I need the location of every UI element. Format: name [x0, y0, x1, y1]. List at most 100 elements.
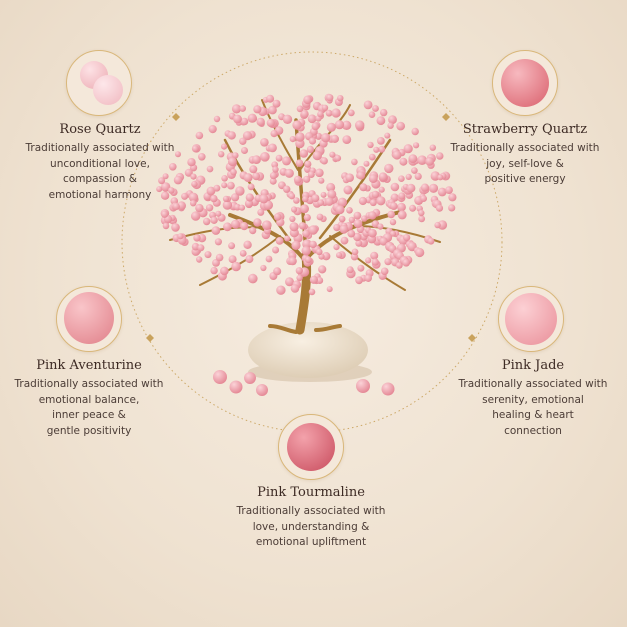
blossom-bead	[448, 193, 457, 202]
blossom-bead	[235, 186, 245, 196]
blossom-bead	[411, 167, 418, 174]
blossom-bead	[173, 175, 183, 185]
blossom-bead	[347, 109, 355, 117]
pink-tourmaline-title: Pink Tourmaline	[257, 485, 365, 500]
blossom-bead	[175, 151, 181, 158]
rose-quartz-description: Traditionally associated with unconditio…	[25, 142, 175, 201]
blossom-bead	[221, 182, 228, 189]
blossom-bead	[171, 223, 180, 232]
blossom-bead	[259, 194, 269, 204]
blossom-bead	[172, 202, 180, 211]
blossom-bead	[365, 257, 372, 264]
blossom-bead	[380, 267, 389, 276]
blossom-bead	[397, 210, 407, 220]
blossom-bead	[405, 173, 412, 180]
blossom-bead	[161, 210, 169, 218]
blossom-bead	[392, 150, 402, 160]
blossom-bead	[417, 155, 427, 165]
pink-aventurine-image	[56, 286, 122, 352]
blossom-bead	[353, 232, 362, 242]
blossom-bead	[309, 275, 318, 284]
blossom-bead	[288, 192, 296, 200]
strawberry-quartz-title: Strawberry Quartz	[462, 122, 588, 137]
blossom-bead	[387, 122, 394, 129]
blossom-bead	[335, 205, 345, 215]
blossom-bead	[275, 154, 283, 162]
blossom-bead	[326, 286, 333, 293]
blossom-bead	[398, 175, 405, 182]
blossom-bead	[210, 216, 218, 224]
blossom-bead	[429, 144, 436, 151]
blossom-bead	[196, 256, 203, 263]
blossom-bead	[293, 197, 300, 204]
blossom-bead	[358, 196, 367, 206]
blossom-bead	[193, 234, 201, 242]
blossom-bead	[191, 145, 199, 153]
blossom-bead	[162, 173, 169, 180]
blossom-bead	[302, 229, 310, 238]
blossom-bead	[411, 127, 419, 136]
blossom-bead	[315, 168, 324, 178]
blossom-bead	[359, 183, 368, 192]
blossom-bead	[213, 115, 221, 123]
blossom-bead	[289, 215, 296, 223]
rose-quartz-image	[66, 50, 132, 116]
blossom-bead	[231, 193, 240, 202]
blossom-bead	[346, 207, 353, 214]
blossom-bead	[378, 145, 386, 153]
blossom-bead	[268, 105, 277, 115]
blossom-bead	[240, 117, 249, 126]
base-stone	[248, 322, 368, 378]
blossom-bead	[161, 182, 171, 192]
blossom-bead	[333, 224, 341, 232]
blossom-bead	[346, 266, 354, 274]
blossom-bead	[304, 256, 312, 264]
blossom-bead	[197, 244, 205, 252]
blossom-bead	[204, 251, 212, 259]
blossom-bead	[191, 211, 201, 221]
blossom-bead	[427, 237, 435, 245]
blossom-bead	[262, 220, 272, 230]
blossom-bead	[231, 261, 241, 272]
blossom-bead	[191, 180, 198, 188]
blossom-bead	[205, 204, 214, 212]
blossom-bead	[245, 193, 254, 202]
blossom-bead	[341, 120, 352, 130]
blossom-bead	[295, 132, 305, 142]
blossom-bead	[334, 120, 345, 130]
blossom-bead	[368, 174, 378, 184]
blossom-bead	[395, 262, 403, 269]
blossom-bead	[266, 94, 275, 103]
blossom-bead	[241, 147, 248, 154]
blossom-bead	[321, 104, 329, 112]
blossom-bead	[158, 177, 166, 185]
blossom-bead	[247, 113, 257, 123]
blossom-bead	[289, 222, 299, 232]
blossom-bead	[156, 186, 163, 193]
blossom-bead	[218, 151, 225, 158]
blossom-bead	[356, 171, 366, 180]
blossom-bead	[272, 246, 280, 254]
blossom-bead	[303, 214, 311, 222]
blossom-bead	[355, 276, 363, 285]
blossom-bead	[403, 234, 411, 242]
blossom-bead	[396, 121, 406, 131]
blossom-bead	[269, 177, 277, 185]
blossom-bead	[380, 108, 388, 117]
blossom-bead	[312, 150, 322, 161]
blossom-bead	[326, 182, 336, 192]
blossom-bead	[257, 208, 265, 216]
blossom-bead	[320, 191, 327, 198]
blossom-bead	[210, 266, 218, 275]
blossom-bead	[445, 186, 453, 195]
blossom-bead	[340, 236, 349, 245]
blossom-bead	[300, 110, 309, 119]
blossom-bead	[296, 105, 304, 113]
blossom-bead	[345, 173, 355, 182]
blossom-bead	[190, 200, 197, 207]
blossom-bead	[311, 194, 320, 203]
blossom-bead	[303, 95, 312, 105]
blossom-bead	[384, 258, 392, 266]
blossom-bead	[295, 267, 303, 275]
